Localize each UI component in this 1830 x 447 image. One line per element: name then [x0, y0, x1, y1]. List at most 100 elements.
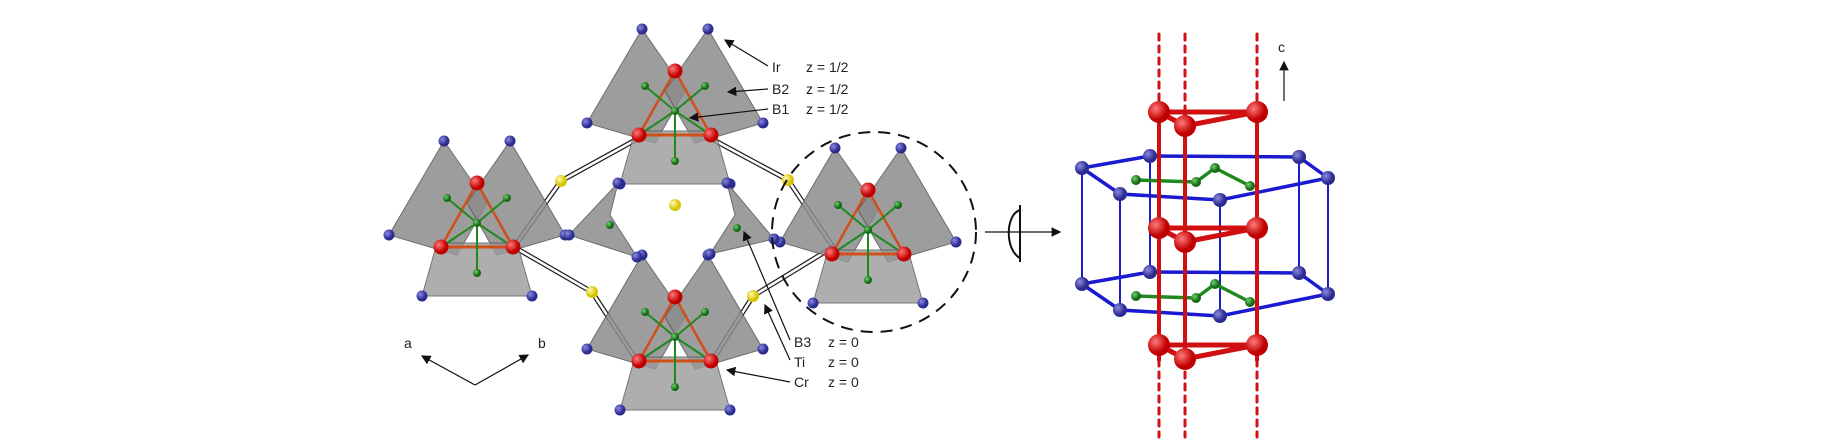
cr-atom: [505, 239, 521, 255]
bond: [512, 245, 594, 294]
cr-atom: [896, 246, 912, 262]
ir-hexagon-bond: [1080, 270, 1152, 286]
ir-atom: [721, 177, 733, 189]
ti-atom: [555, 175, 567, 187]
b-atom: [1245, 181, 1255, 191]
b-bond: [644, 85, 676, 112]
b2-atom: [894, 201, 902, 209]
cr-atom: [1148, 217, 1170, 239]
label-ir: Ir: [772, 59, 781, 75]
cr-atom: [824, 246, 840, 262]
ir-atom: [950, 236, 962, 248]
b2-atom: [641, 308, 649, 316]
ti-atom: [747, 290, 759, 302]
ir-hexagon-bond: [1148, 154, 1301, 159]
cr-atom: [1174, 348, 1196, 370]
label-b3: B3: [794, 334, 811, 350]
cr-atom: [631, 353, 647, 369]
axis-b-arrow: [474, 354, 530, 386]
ir-atom: [1213, 309, 1227, 323]
b-bond: [674, 85, 706, 112]
b2-atom: [671, 383, 679, 391]
axis-a-label: a: [404, 335, 412, 351]
label-b3-z: z = 0: [828, 334, 859, 350]
b2-atom: [671, 157, 679, 165]
cr-atom: [667, 63, 683, 79]
atom-labels: Ir z = 1/2 B2 z = 1/2 B1 z = 1/2 B3 z = …: [404, 39, 1289, 390]
ti-atom: [669, 199, 681, 211]
ir-cr-cluster: [581, 23, 769, 190]
cr-atom: [631, 127, 647, 143]
cr-atom: [1246, 217, 1268, 239]
b-atom: [1210, 279, 1220, 289]
ir-atom: [757, 343, 769, 355]
b1-atom: [473, 219, 481, 227]
b1-atom: [671, 107, 679, 115]
b2-atom: [701, 82, 709, 90]
ti-site-polyhedron: [568, 181, 639, 258]
ir-atom: [757, 117, 769, 129]
b-bond: [476, 197, 508, 224]
b-bond: [1213, 282, 1252, 304]
b-bond: [674, 311, 706, 338]
cr-bond: [439, 181, 479, 249]
ir-atom: [1075, 277, 1089, 291]
ir-atom: [1075, 161, 1089, 175]
cr-atom: [433, 239, 449, 255]
label-b1: B1: [772, 101, 789, 117]
cr-bond: [475, 181, 515, 249]
cr-bond: [637, 69, 677, 137]
ir-atom: [614, 404, 626, 416]
bond: [751, 245, 835, 298]
ir-polyhedron: [664, 28, 764, 144]
ir-atom: [631, 251, 643, 263]
ir-pointer: [723, 39, 769, 67]
label-cr: Cr: [794, 374, 809, 390]
b2-atom: [864, 276, 872, 284]
bond: [559, 136, 641, 183]
cr-triangle: [1157, 225, 1258, 245]
cr-pointer: [725, 366, 791, 383]
cr-atom: [1246, 101, 1268, 123]
label-b2-z: z = 1/2: [806, 81, 849, 97]
ir-atom: [636, 23, 648, 35]
cr-atom: [860, 182, 876, 198]
b2-atom: [834, 201, 842, 209]
cr-bond: [673, 69, 713, 137]
ir-hexagon-bond: [1118, 308, 1222, 318]
axis-b-label: b: [538, 335, 546, 351]
cr-bond: [637, 295, 677, 363]
ir-atom: [438, 135, 450, 147]
b-bond: [1213, 166, 1252, 188]
ir-atom: [1321, 171, 1335, 185]
ti-site-polyhedron: [708, 182, 775, 255]
ab-plane-projection: [383, 23, 977, 416]
cr-atom: [469, 175, 485, 191]
ir-cr-cluster: [383, 135, 571, 302]
ir-polyhedron: [664, 254, 764, 370]
b2-atom: [443, 194, 451, 202]
c-axis-chain-view: [1075, 32, 1335, 439]
b-atom: [1131, 175, 1141, 185]
rotation-icon: [1007, 205, 1021, 262]
cr-atom: [1174, 115, 1196, 137]
b-atom: [1191, 293, 1201, 303]
highlight-ellipse: [771, 131, 977, 333]
ir-atom: [1143, 265, 1157, 279]
cr-triangle: [1157, 342, 1258, 362]
cr-atom: [667, 289, 683, 305]
ir-atom: [724, 404, 736, 416]
b2-atom: [503, 194, 511, 202]
b1-atom: [864, 226, 872, 234]
ir-atom: [1292, 266, 1306, 280]
label-b2: B2: [772, 81, 789, 97]
b-atom: [1131, 291, 1141, 301]
b-atom: [1245, 297, 1255, 307]
ir-atom: [807, 297, 819, 309]
b3-atom: [606, 221, 614, 229]
b-bond: [446, 197, 478, 224]
ir-atom: [581, 117, 593, 129]
ir-atom: [702, 23, 714, 35]
ir-atom: [416, 290, 428, 302]
ir-hexagon-bond: [1080, 282, 1122, 312]
